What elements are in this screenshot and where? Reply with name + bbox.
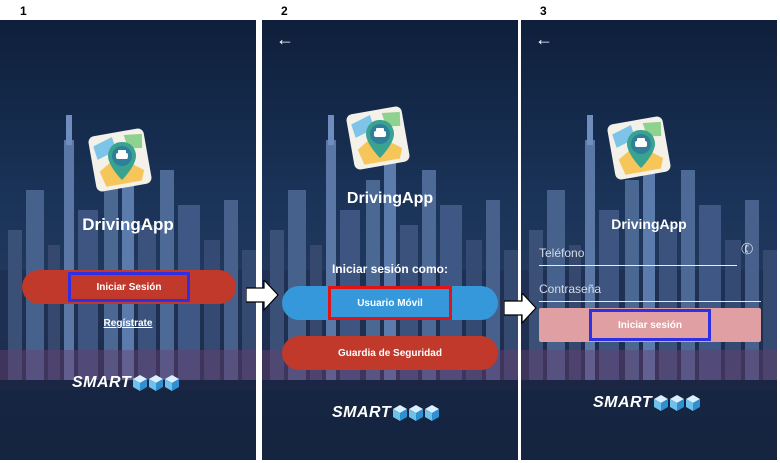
- password-field[interactable]: Contraseña: [539, 282, 602, 296]
- mobile-user-highlight: Usuario Móvil: [328, 286, 452, 320]
- submit-login-highlight: Iniciar sesión: [589, 309, 711, 341]
- phone-field-underline: [539, 265, 737, 266]
- step-number-2: 2: [281, 4, 288, 18]
- screen-3: ← DrivingApp Teléfono ✆ Contraseña Inici…: [521, 20, 777, 460]
- flow-arrow-icon: [504, 293, 537, 324]
- guard-button-label: Guardia de Seguridad: [338, 347, 442, 359]
- smart-brand-text: SMART: [72, 374, 132, 391]
- password-field-underline: [539, 301, 761, 302]
- back-arrow-icon[interactable]: ←: [535, 29, 553, 49]
- smart-brand-text: SMART: [332, 404, 392, 421]
- back-arrow-icon[interactable]: ←: [276, 29, 294, 49]
- app-title: DrivingApp: [346, 190, 434, 207]
- phone-field[interactable]: Teléfono: [539, 246, 585, 260]
- app-title: DrivingApp: [611, 216, 687, 232]
- smart-brand-text: SMART: [593, 394, 653, 411]
- smart-cubes-icon: [133, 375, 180, 391]
- mobile-user-button-label: Usuario Móvil: [357, 297, 423, 309]
- smart-cubes-icon: [393, 405, 440, 421]
- map-car-icon: [88, 128, 153, 193]
- login-button-label: Iniciar Sesión: [96, 281, 162, 293]
- city-background: [0, 115, 256, 460]
- step-number-3: 3: [540, 4, 547, 18]
- map-car-icon: [346, 106, 411, 171]
- guard-button[interactable]: Guardia de Seguridad: [282, 336, 498, 370]
- flow-arrow-icon: [246, 280, 279, 311]
- step-number-1: 1: [20, 4, 27, 18]
- login-as-prompt: Iniciar sesión como:: [331, 262, 449, 276]
- app-title: DrivingApp: [82, 215, 174, 234]
- mobile-user-button[interactable]: Usuario Móvil: [282, 286, 498, 320]
- smart-cubes-icon: [654, 395, 701, 411]
- screen-2: ← DrivingApp Iniciar sesión como: Usuari…: [262, 20, 518, 460]
- map-car-icon: [607, 116, 672, 181]
- submit-login-button[interactable]: Iniciar sesión: [539, 308, 761, 342]
- register-link[interactable]: Regístrate: [103, 318, 153, 329]
- smart-logo: SMART: [593, 394, 702, 412]
- smart-logo: SMART: [72, 374, 181, 392]
- screen-1: DrivingApp Iniciar Sesión Regístrate SMA…: [0, 20, 256, 460]
- smart-logo: SMART: [332, 404, 441, 422]
- login-button[interactable]: Iniciar Sesión: [22, 270, 236, 304]
- submit-login-button-label: Iniciar sesión: [618, 319, 682, 331]
- login-highlight: Iniciar Sesión: [68, 272, 190, 302]
- city-background: [262, 115, 518, 460]
